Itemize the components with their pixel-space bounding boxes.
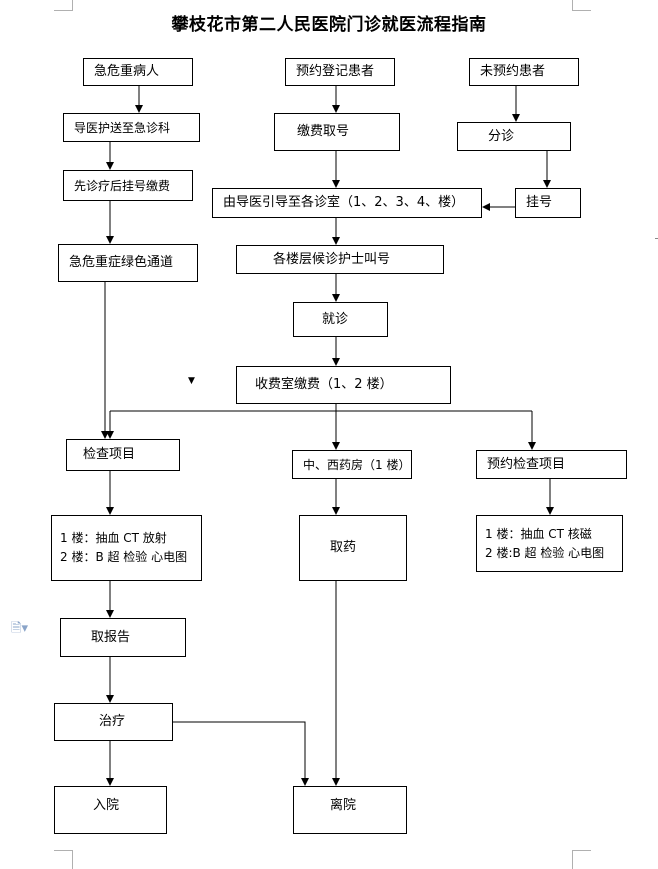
exam-floor-1: 1 楼：抽血 CT 放射 [60,531,167,545]
node-get-medicine: 取药 [299,515,407,581]
node-register: 挂号 [515,188,581,218]
exam-floor-2: 2 楼：B 超 检验 心电图 [60,550,188,564]
node-appointment-exam: 预约检查项目 [476,450,627,479]
appt-floor-1: 1 楼：抽血 CT 核磁 [485,526,592,541]
node-discharge: 离院 [293,786,407,834]
arrow-treatment-leave [173,721,309,786]
node-cashier: 收费室缴费（1、2 楼） [236,366,451,404]
document-icon: 🗎▾ [11,621,28,636]
page-title: 攀枝花市第二人民医院门诊就医流程指南 [171,15,487,35]
node-appointment-floor-list: 1 楼：抽血 CT 核磁 2 楼:B 超 检验 心电图 [476,515,623,572]
node-green-channel: 急危重症绿色通道 [58,244,198,282]
node-no-appointment-patient: 未预约患者 [469,58,579,86]
node-emergency-patient: 急危重病人 [83,58,193,86]
node-appointment-patient: 预约登记患者 [285,58,395,86]
triangle-marker-icon: ▼ [188,376,195,386]
node-consultation: 就诊 [293,302,388,337]
node-exam-items: 检查项目 [66,439,180,471]
node-guide-to-clinic: 由导医引导至各诊室（1、2、3、4、楼） [212,188,482,218]
node-triage: 分诊 [457,122,571,151]
corner-mark-top-right [572,0,591,11]
node-treatment: 治疗 [54,703,173,741]
node-escort-emergency: 导医护送至急诊科 [63,113,200,142]
appt-floor-2: 2 楼:B 超 检验 心电图 [485,545,605,560]
node-pay-number: 缴费取号 [274,113,400,151]
node-treat-first-pay-later: 先诊疗后挂号缴费 [63,170,193,201]
corner-mark-top-left [54,0,73,11]
node-get-report: 取报告 [60,618,186,657]
node-nurse-call: 各楼层候诊护士叫号 [236,245,444,274]
node-exam-floor-list: 1 楼：抽血 CT 放射 2 楼：B 超 检验 心电图 [51,515,202,581]
node-admission: 入院 [54,786,167,834]
node-pharmacy: 中、西药房（1 楼） [292,450,412,479]
margin-tick [655,238,658,239]
